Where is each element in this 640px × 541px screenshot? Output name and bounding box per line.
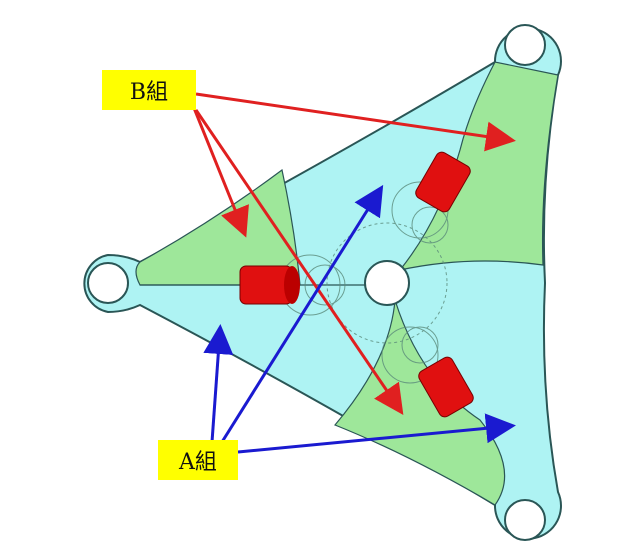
arrow-a-3 <box>220 184 384 443</box>
green-region-bottom <box>334 299 506 506</box>
arrow-a-1 <box>237 413 516 454</box>
group-a-arrows <box>203 184 516 454</box>
center-hole <box>364 260 410 306</box>
green-region-left-upper <box>135 168 301 286</box>
group-a-label: A組 <box>158 440 238 480</box>
green-region-top-right <box>398 61 559 271</box>
arrow-b-2 <box>192 107 249 238</box>
top-hole <box>504 24 546 66</box>
left-hole <box>87 262 129 304</box>
arrow-b-1 <box>195 92 516 152</box>
arrow-b-3 <box>194 109 404 415</box>
bottom-hole <box>504 499 546 541</box>
bolt-left <box>239 265 300 305</box>
bolt-bottom <box>418 356 474 418</box>
arrow-a-2 <box>203 324 234 443</box>
group-b-label: B組 <box>102 70 196 110</box>
bolt-top <box>415 151 471 213</box>
group-b-arrows <box>192 92 516 415</box>
